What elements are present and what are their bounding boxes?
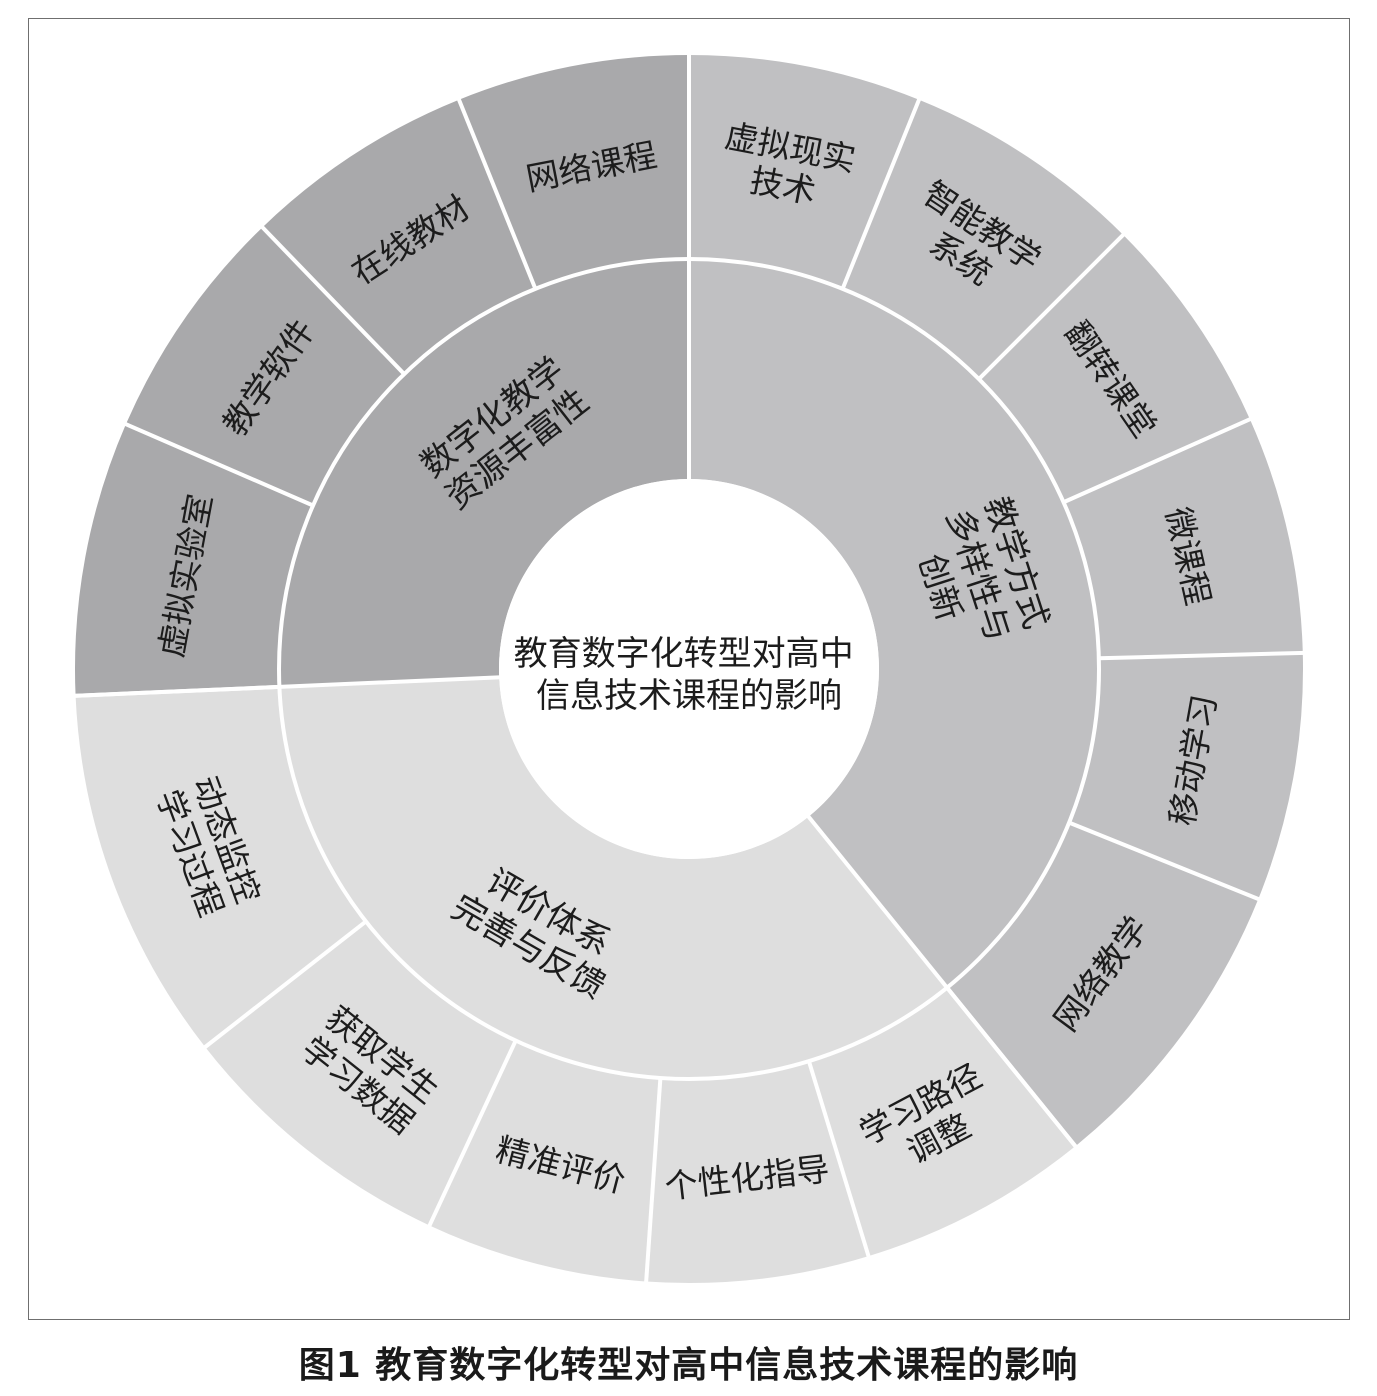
category-wedge-evaluation — [279, 677, 948, 1079]
item-separator — [426, 1039, 518, 1229]
item-wedge-resources-0 — [74, 424, 314, 696]
item-separator — [456, 97, 538, 290]
center-disc — [499, 479, 879, 859]
category-wedge-methods — [689, 259, 1099, 988]
item-separator — [977, 232, 1126, 381]
item-label: 动态监控学习过程 — [149, 771, 268, 922]
center-title-line: 信息技术课程的影响 — [536, 676, 842, 716]
item-separator — [259, 224, 406, 376]
item-separator — [840, 97, 922, 290]
wedge-layer — [73, 53, 1305, 1284]
item-wedge-methods-1 — [842, 99, 1124, 380]
item-wedge-resources-3 — [458, 55, 689, 289]
item-separator — [945, 986, 1079, 1149]
item-separator — [1062, 416, 1253, 505]
ring-separator — [277, 257, 1101, 1081]
figure-caption: 图1 教育数字化转型对高中信息技术课程的影响 — [298, 1345, 1079, 1386]
item-separator — [644, 1077, 663, 1284]
item-wedge-resources-2 — [262, 99, 536, 375]
item-wedge-evaluation-0 — [808, 987, 1076, 1257]
item-wedge-methods-0 — [689, 55, 920, 289]
item-wedge-methods-3 — [1063, 419, 1303, 659]
item-separator — [202, 919, 368, 1050]
center-title-line: 教育数字化转型对高中 — [514, 634, 854, 674]
item-separator — [1098, 650, 1305, 661]
item-separator — [1068, 820, 1261, 902]
item-wedge-evaluation-2 — [429, 1040, 661, 1282]
item-wedge-methods-2 — [978, 234, 1250, 503]
item-wedge-evaluation-1 — [646, 1061, 869, 1283]
item-separator — [73, 684, 280, 698]
center-title: 教育数字化转型对高中 信息技术课程的影响 — [514, 634, 865, 716]
figure-frame — [28, 18, 1350, 1320]
sunburst-diagram: 虚拟实验室教学软件在线教材网络课程数字化教学资源丰富性虚拟现实技术智能教学系统翻… — [73, 53, 1305, 1284]
item-wedge-methods-4 — [1069, 652, 1304, 900]
item-wedge-methods-5 — [947, 822, 1259, 1147]
item-separator — [123, 421, 314, 508]
category-wedge-resources — [278, 259, 689, 687]
item-wedge-evaluation-3 — [205, 921, 516, 1226]
item-wedge-resources-1 — [125, 227, 405, 506]
category-label: 教学方式多样性与创新 — [900, 492, 1056, 658]
item-separator — [806, 1060, 872, 1259]
